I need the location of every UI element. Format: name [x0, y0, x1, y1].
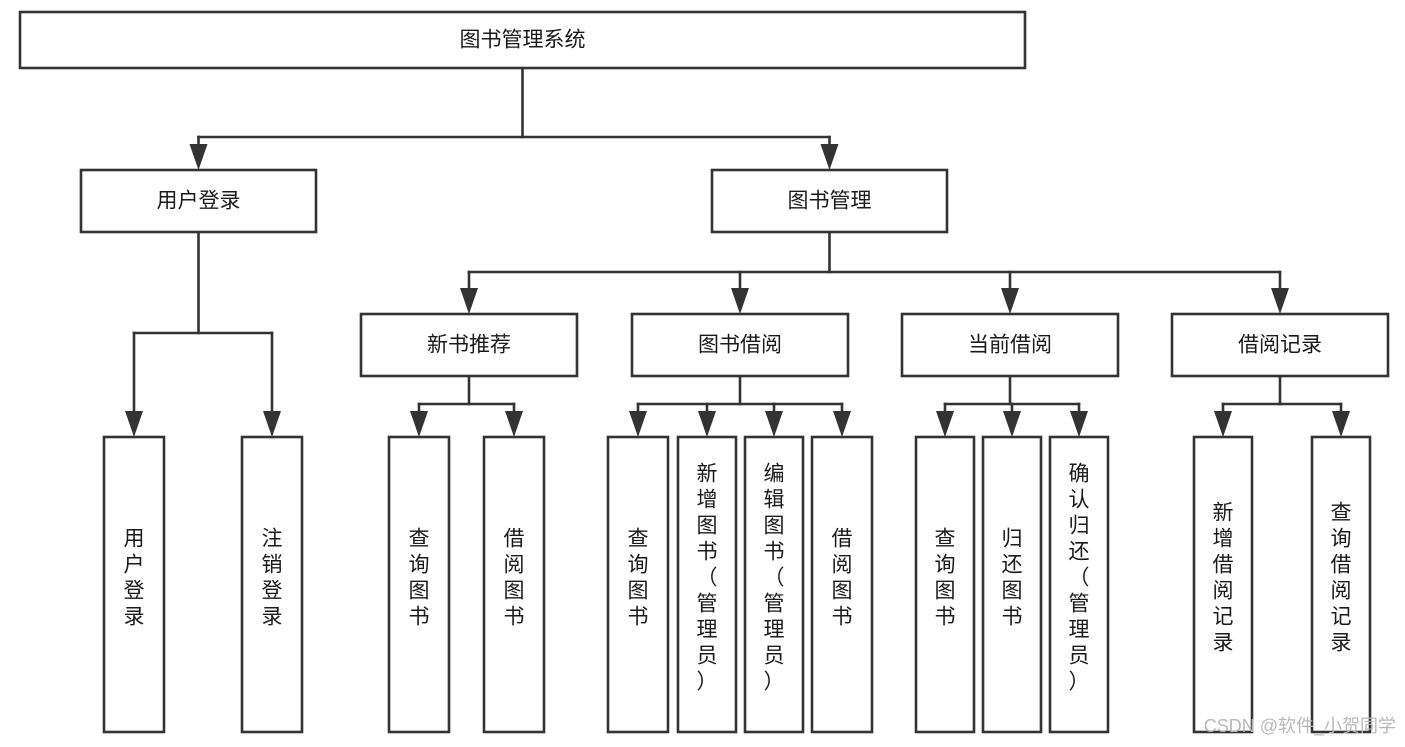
arrow-head-icon — [410, 411, 428, 437]
node-leaf-new-borrow[interactable]: 借阅图书 — [482, 435, 546, 734]
arrow-head-icon — [1001, 288, 1019, 314]
node-label: 图书管理 — [788, 190, 872, 213]
node-leaf-b-add[interactable]: 新增图书（管理员） — [676, 435, 738, 734]
node-box[interactable] — [1048, 435, 1110, 734]
node-root[interactable]: 图书管理系统 — [18, 10, 1027, 70]
node-label: 用户登录 — [157, 190, 241, 213]
arrow-head-icon — [1003, 411, 1021, 437]
node-leaf-c-confirm[interactable]: 确认归还（管理员） — [1048, 435, 1110, 734]
node-l3-current[interactable]: 当前借阅 — [900, 312, 1120, 378]
node-label: 借阅图书 — [504, 528, 525, 629]
node-label: 编辑图书（管理员） — [764, 463, 785, 694]
arrow-head-icon — [1271, 288, 1289, 314]
arrow-head-icon — [833, 411, 851, 437]
node-label: 图书管理系统 — [460, 29, 586, 52]
edge-group-l2-user — [125, 230, 281, 437]
node-label: 新书推荐 — [427, 334, 511, 357]
node-label: 注销登录 — [262, 528, 283, 629]
node-box[interactable] — [630, 312, 850, 378]
node-leaf-user-login[interactable]: 用户登录 — [102, 435, 166, 734]
node-leaf-b-lend[interactable]: 借阅图书 — [810, 435, 874, 734]
node-box[interactable] — [79, 168, 318, 234]
arrow-head-icon — [698, 411, 716, 437]
node-box[interactable] — [1192, 435, 1254, 734]
node-leaf-b-edit[interactable]: 编辑图书（管理员） — [743, 435, 805, 734]
arrow-head-icon — [731, 288, 749, 314]
arrow-head-icon — [460, 288, 478, 314]
node-leaf-r-query[interactable]: 查询借阅记录 — [1310, 435, 1372, 734]
node-label: 查询图书 — [935, 528, 956, 629]
edge-group-l2-book — [460, 230, 1289, 314]
node-box[interactable] — [810, 435, 874, 734]
node-label: 借阅记录 — [1238, 334, 1322, 357]
node-label: 查询图书 — [409, 528, 430, 629]
node-l3-borrow[interactable]: 图书借阅 — [630, 312, 850, 378]
nodes-layer: 图书管理系统用户登录图书管理新书推荐图书借阅当前借阅借阅记录用户登录注销登录查询… — [18, 10, 1390, 734]
csdn-watermark: CSDN @软件_小贺同学 — [1204, 716, 1396, 737]
node-box[interactable] — [743, 435, 805, 734]
arrow-head-icon — [820, 144, 839, 170]
node-box[interactable] — [676, 435, 738, 734]
arrow-head-icon — [263, 411, 281, 437]
node-label: 确认归还（管理员） — [1069, 463, 1090, 694]
node-box[interactable] — [18, 10, 1027, 70]
node-box[interactable] — [1170, 312, 1390, 378]
node-box[interactable] — [900, 312, 1120, 378]
edge-group-l3-current — [936, 374, 1088, 437]
node-box[interactable] — [914, 435, 976, 734]
node-box[interactable] — [482, 435, 546, 734]
node-l3-record[interactable]: 借阅记录 — [1170, 312, 1390, 378]
node-leaf-r-add[interactable]: 新增借阅记录 — [1192, 435, 1254, 734]
node-label: 借阅图书 — [832, 528, 853, 629]
edge-group-l3-borrow — [629, 374, 851, 437]
node-leaf-new-query[interactable]: 查询图书 — [387, 435, 451, 734]
arrow-head-icon — [1332, 411, 1350, 437]
node-label: 归还图书 — [1002, 528, 1023, 629]
node-label: 新增借阅记录 — [1213, 502, 1234, 655]
node-label: 当前借阅 — [968, 334, 1052, 357]
node-box[interactable] — [359, 312, 579, 378]
node-box[interactable] — [240, 435, 304, 734]
node-label: 新增图书（管理员） — [697, 463, 718, 694]
arrow-head-icon — [629, 411, 647, 437]
node-box[interactable] — [981, 435, 1043, 734]
node-label: 图书借阅 — [698, 334, 782, 357]
arrow-head-icon — [125, 411, 143, 437]
node-box[interactable] — [102, 435, 166, 734]
node-l2-user[interactable]: 用户登录 — [79, 168, 318, 234]
node-l2-book[interactable]: 图书管理 — [710, 168, 949, 234]
node-box[interactable] — [387, 435, 451, 734]
arrow-head-icon — [936, 411, 954, 437]
edges-layer — [125, 66, 1350, 437]
node-label: 用户登录 — [124, 528, 145, 629]
node-l3-new[interactable]: 新书推荐 — [359, 312, 579, 378]
node-label: 查询借阅记录 — [1331, 502, 1352, 655]
edge-group-l3-record — [1214, 374, 1350, 437]
edge-group-l3-new — [410, 374, 523, 437]
edge-group-root — [189, 66, 839, 170]
node-box[interactable] — [606, 435, 670, 734]
arrow-head-icon — [1214, 411, 1232, 437]
node-label: 查询图书 — [628, 528, 649, 629]
arrow-head-icon — [189, 144, 208, 170]
node-box[interactable] — [710, 168, 949, 234]
node-leaf-c-return[interactable]: 归还图书 — [981, 435, 1043, 734]
arrow-head-icon — [765, 411, 783, 437]
node-leaf-b-query[interactable]: 查询图书 — [606, 435, 670, 734]
arrow-head-icon — [1070, 411, 1088, 437]
arrow-head-icon — [505, 411, 523, 437]
node-leaf-user-logout[interactable]: 注销登录 — [240, 435, 304, 734]
node-box[interactable] — [1310, 435, 1372, 734]
node-leaf-c-query[interactable]: 查询图书 — [914, 435, 976, 734]
